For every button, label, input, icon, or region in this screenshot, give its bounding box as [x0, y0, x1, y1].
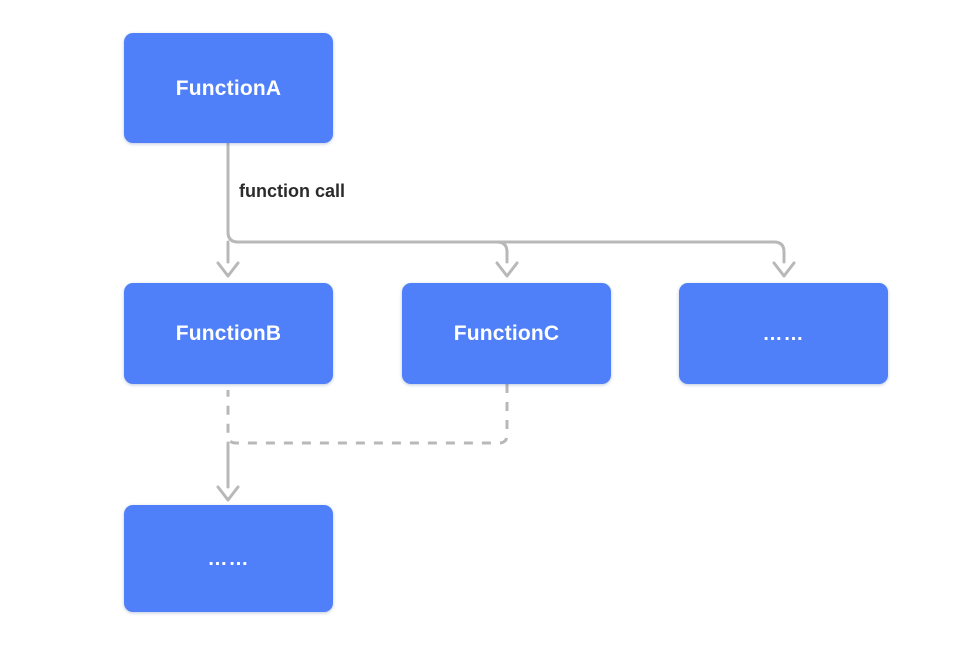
node-function-c-label: FunctionC: [453, 322, 560, 345]
edge-c-to-more-children: [226, 384, 509, 445]
arrowhead-to-more-siblings-icon: [772, 261, 796, 278]
node-more-children[interactable]: ……: [124, 505, 333, 612]
node-more-children-label: ……: [207, 547, 250, 570]
node-more-siblings-label: ……: [762, 322, 805, 345]
edge-label-function-call: function call: [239, 181, 346, 201]
node-function-c[interactable]: FunctionC: [402, 283, 611, 384]
arrowhead-to-more-children-icon: [216, 485, 240, 502]
arrowhead-to-b-icon: [216, 261, 240, 278]
node-more-siblings[interactable]: ……: [679, 283, 888, 384]
node-function-b[interactable]: FunctionB: [124, 283, 333, 384]
edge-bus-to-c: [495, 240, 509, 264]
node-function-a-label: FunctionA: [175, 76, 282, 100]
node-function-b-label: FunctionB: [175, 322, 282, 345]
arrowhead-to-c-icon: [495, 261, 519, 278]
node-function-a[interactable]: FunctionA: [124, 33, 333, 143]
edge-a-to-bus: [226, 141, 786, 264]
